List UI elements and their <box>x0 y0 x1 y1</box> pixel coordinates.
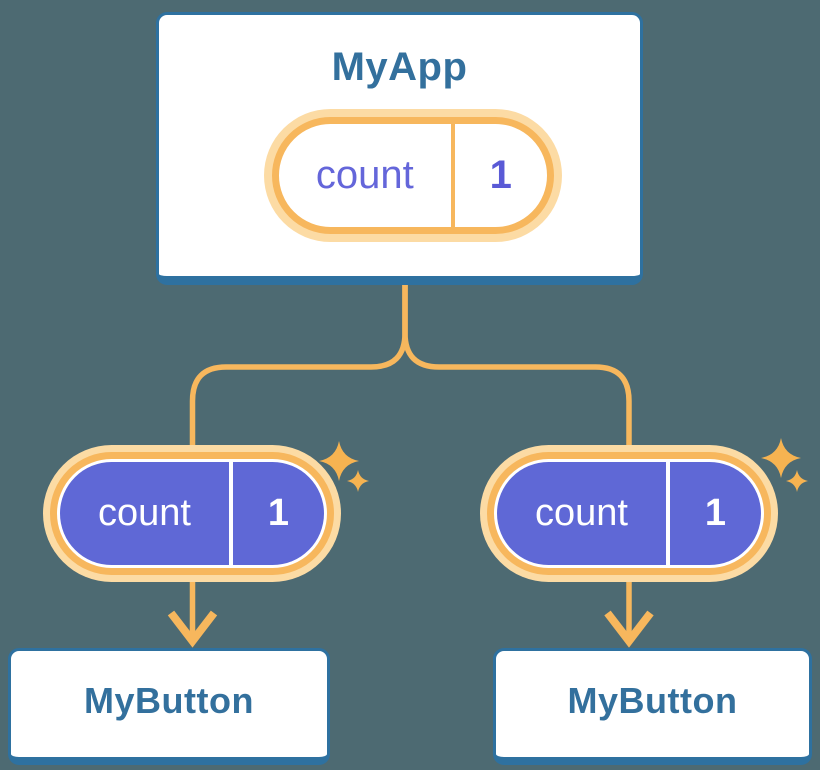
sparkle-group-left <box>319 441 369 492</box>
sparkle-group-right <box>761 438 808 492</box>
connector-left <box>189 283 408 636</box>
connector-right <box>402 283 632 636</box>
prop-value-label: 1 <box>267 492 290 534</box>
root-card-title: MyApp <box>331 45 468 89</box>
sparkle-small-icon <box>347 470 369 492</box>
arrowhead-right-icon <box>604 610 654 648</box>
root-state-pill: count 1 <box>264 109 562 242</box>
pill-ring: count 1 <box>50 452 334 575</box>
pill-ring: count 1 <box>272 117 554 234</box>
arrowhead-left-icon <box>167 610 218 648</box>
child-card-title: MyButton <box>84 680 254 721</box>
prop-value-label: 1 <box>704 492 727 534</box>
state-key-label: count <box>315 153 414 197</box>
child-component-card-left: MyButton <box>8 648 330 765</box>
child-prop-pill-left: count 1 <box>43 445 341 582</box>
prop-key-label: count <box>98 492 191 534</box>
pill-divider <box>666 462 670 565</box>
sparkle-large-icon <box>761 438 801 478</box>
pill-fill: count 1 <box>60 462 324 565</box>
child-component-card-right: MyButton <box>493 648 812 765</box>
child-card-title: MyButton <box>567 680 738 721</box>
pill-divider <box>450 124 455 227</box>
state-value-label: 1 <box>489 153 512 197</box>
sparkle-small-icon <box>786 470 808 492</box>
pill-ring: count 1 <box>487 452 771 575</box>
pill-divider <box>229 462 233 565</box>
sparkle-large-icon <box>319 441 359 481</box>
child-prop-pill-right: count 1 <box>480 445 778 582</box>
pill-fill: count 1 <box>497 462 761 565</box>
prop-key-label: count <box>535 492 628 534</box>
